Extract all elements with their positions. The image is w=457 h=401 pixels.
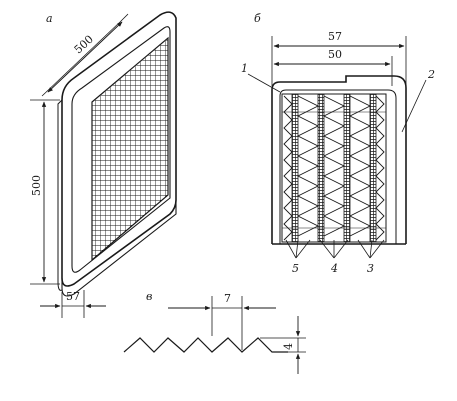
- panel-b-label: б: [254, 12, 261, 25]
- dim-inner-value: 50: [328, 48, 342, 61]
- callout-4: 4: [319, 239, 349, 275]
- panel-a-label: а: [46, 12, 53, 25]
- panel-v-label: в: [146, 290, 152, 303]
- callout-1: 1: [241, 62, 281, 93]
- svg-text:2: 2: [427, 68, 435, 81]
- panel-b: б 57 50: [241, 12, 435, 275]
- dim-amplitude-value: 4: [282, 343, 295, 350]
- dim-height-value: 500: [30, 175, 43, 196]
- housing: [271, 75, 407, 245]
- panel-v: в 7 4: [123, 290, 306, 374]
- callout-2: 2: [401, 68, 435, 133]
- svg-text:1: 1: [241, 62, 248, 75]
- dim-inner: 50: [273, 48, 393, 86]
- dim-outer-value: 57: [328, 30, 342, 43]
- cassette-body: [57, 11, 177, 297]
- callout-5: 5: [285, 239, 311, 275]
- dim-pitch: 7: [168, 292, 276, 350]
- dim-width-value: 500: [72, 33, 96, 57]
- corrugation-profile: [123, 337, 288, 353]
- dim-depth: 57: [40, 290, 106, 318]
- svg-text:5: 5: [292, 262, 299, 275]
- panel-a: а 500 500: [30, 11, 177, 318]
- dim-depth-value: 57: [66, 290, 80, 303]
- callout-3: 3: [357, 239, 385, 275]
- dim-pitch-value: 7: [224, 292, 231, 305]
- svg-text:3: 3: [367, 262, 374, 275]
- filter-pack: [281, 93, 387, 243]
- filter-mesh: [91, 36, 169, 262]
- dim-height: 500: [30, 99, 60, 285]
- dim-outer: 57: [271, 30, 407, 98]
- dim-amplitude: 4: [260, 316, 306, 374]
- svg-text:4: 4: [330, 262, 338, 275]
